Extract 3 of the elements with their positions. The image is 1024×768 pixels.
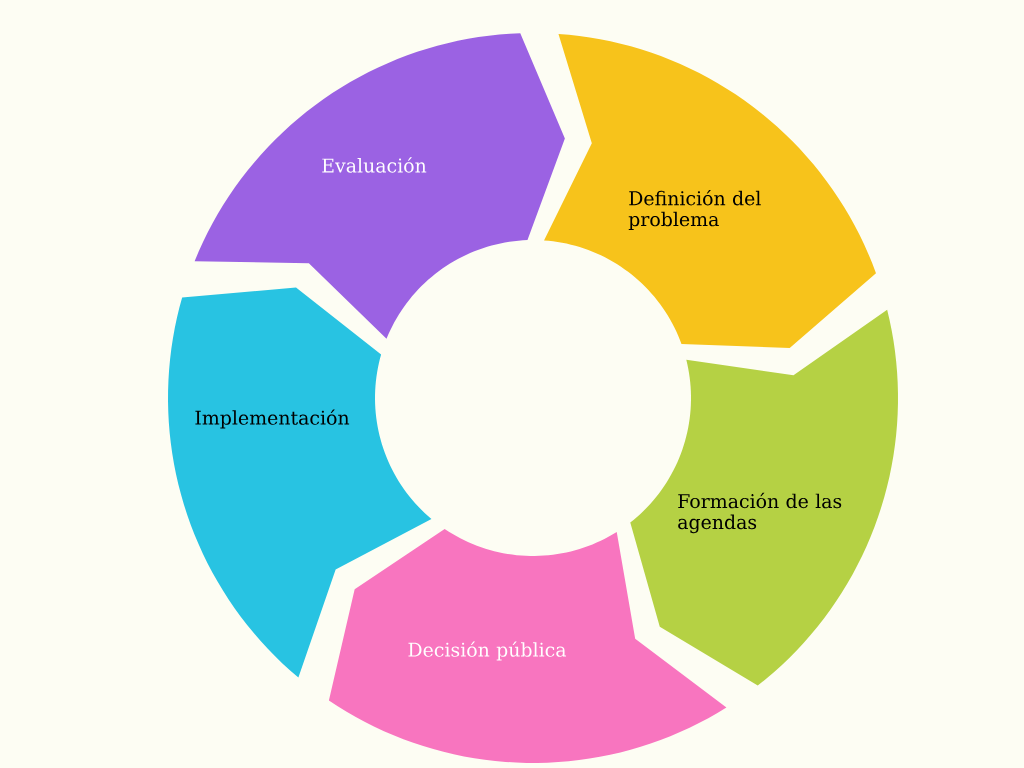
cycle-segment: Definición del problema (544, 33, 876, 349)
cycle-segment: Evaluación (194, 33, 565, 339)
cycle-segment: Formación de las agendas (630, 309, 898, 686)
